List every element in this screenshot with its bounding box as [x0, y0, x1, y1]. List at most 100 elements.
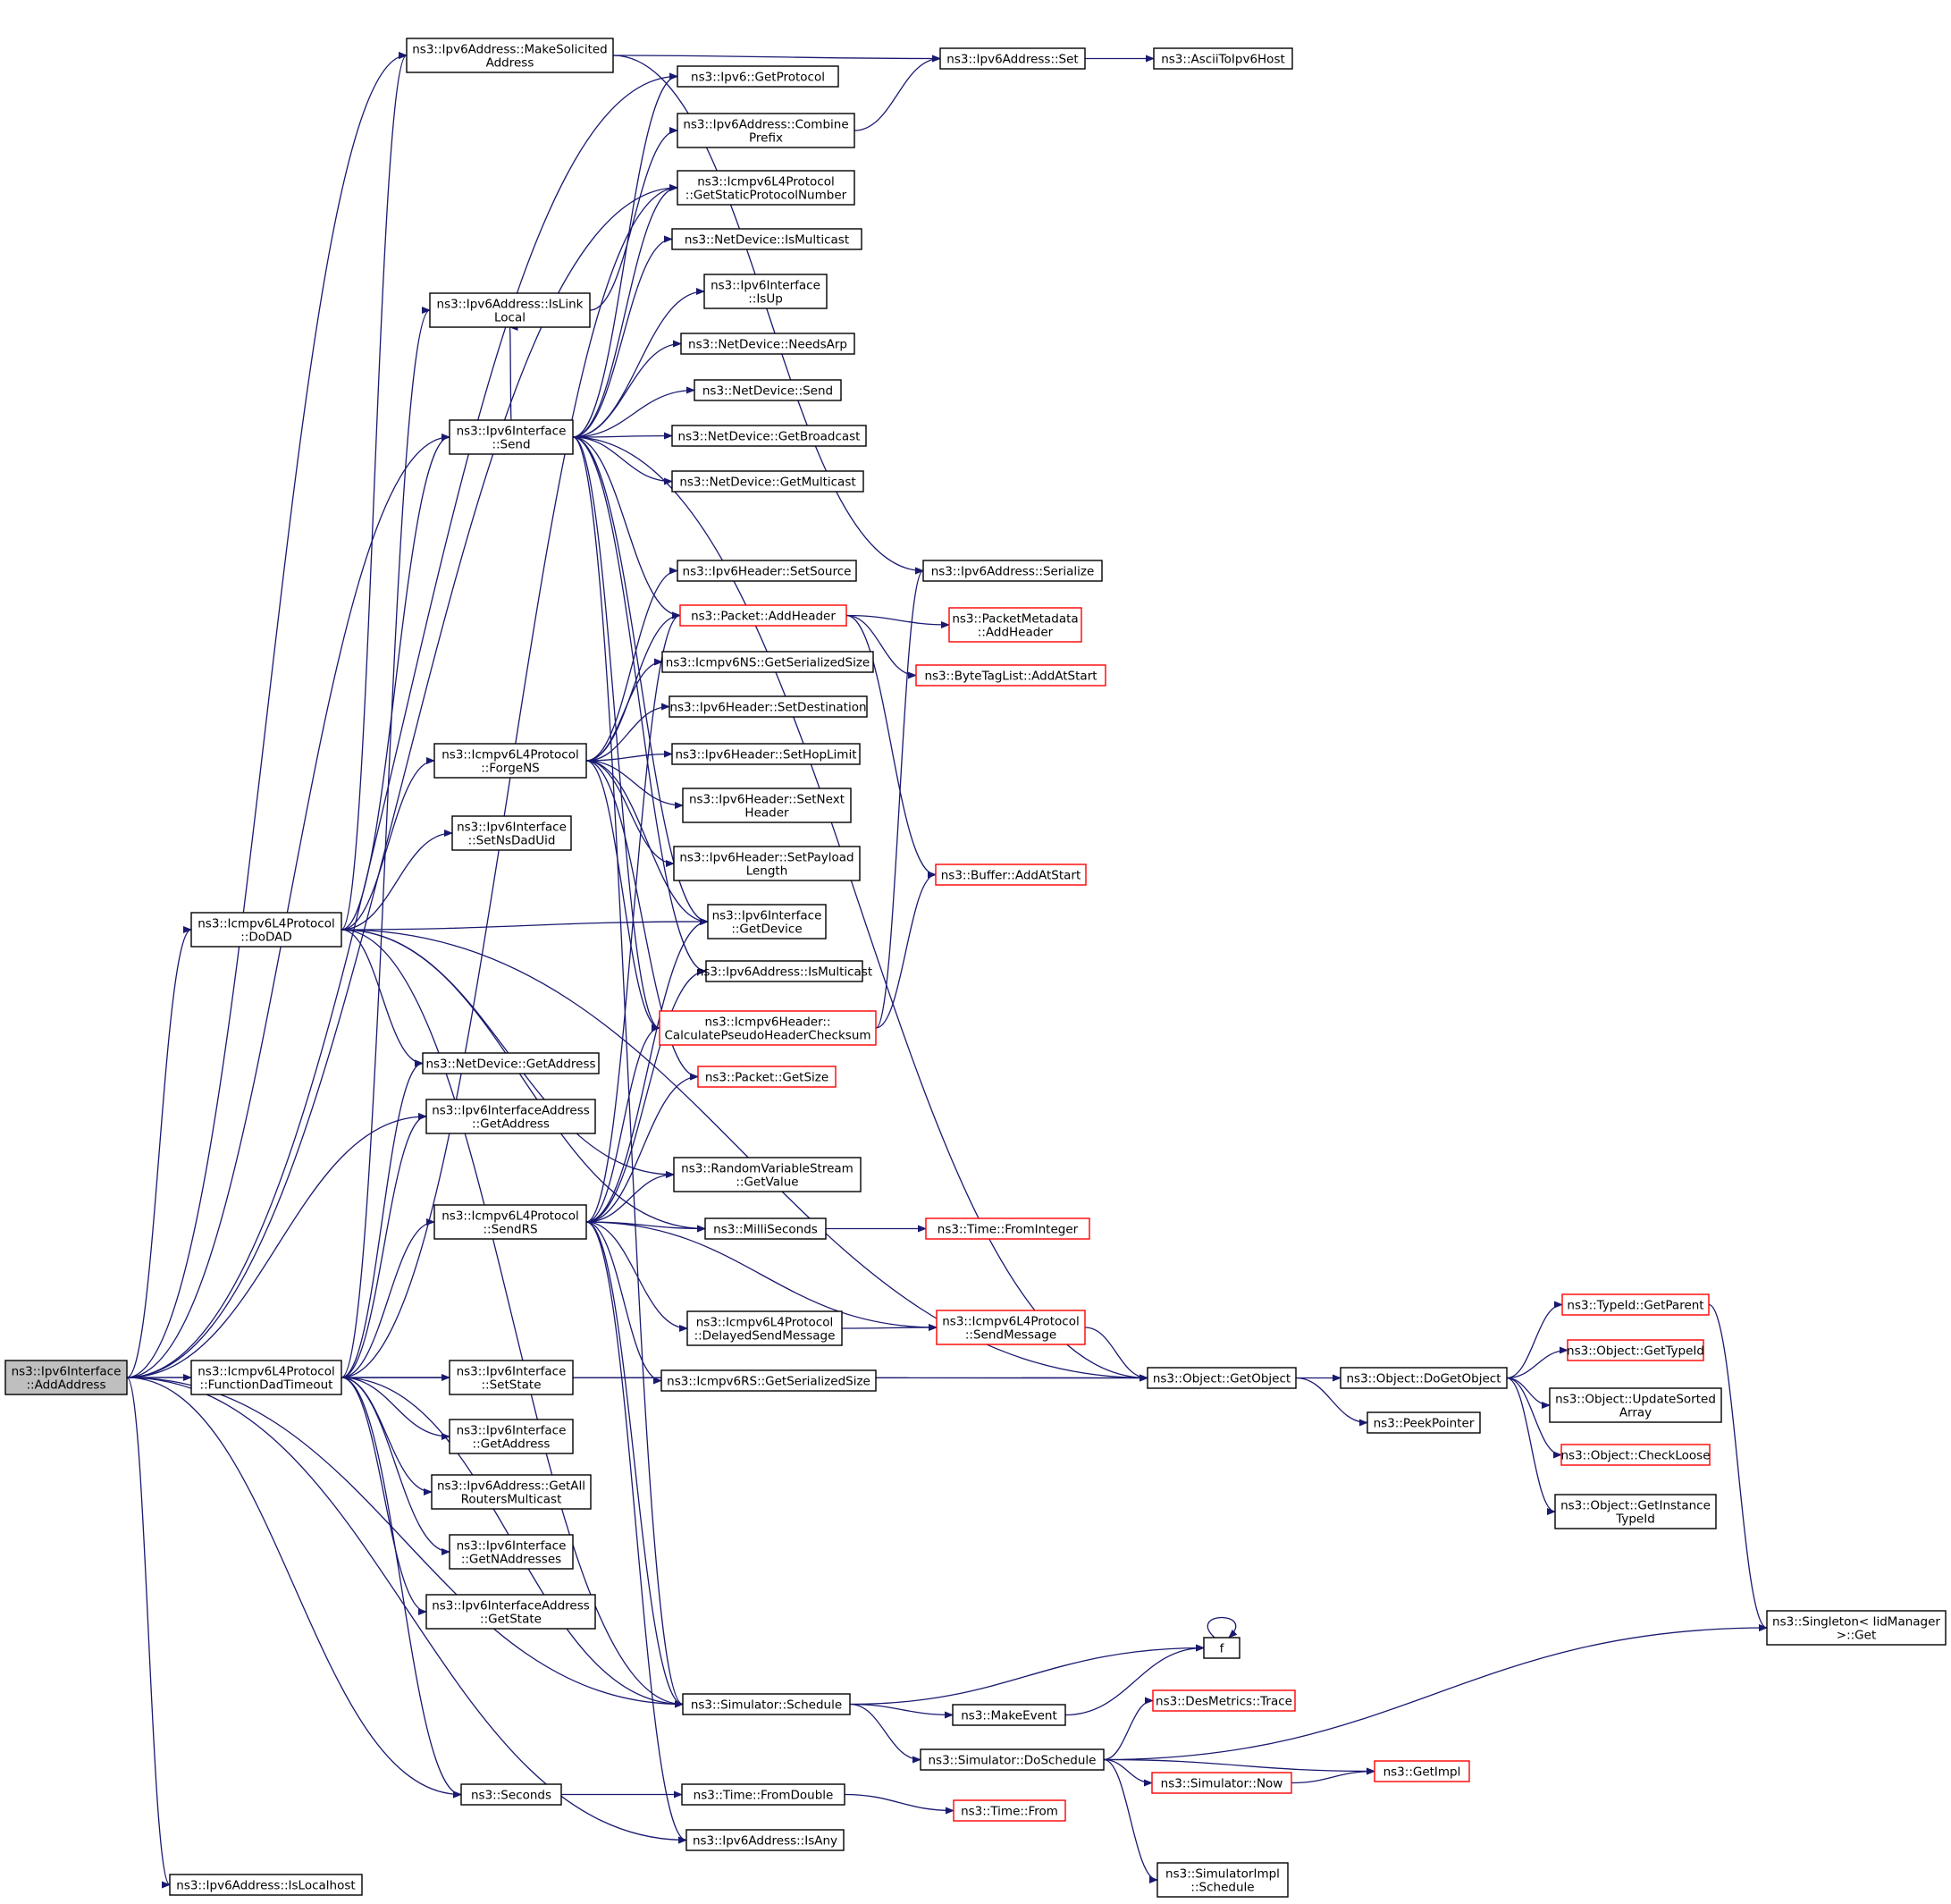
- function-node-ns3-packetmetadata-addheader[interactable]: ns3::PacketMetadata::AddHeader: [948, 607, 1082, 643]
- call-edge: [341, 929, 424, 1067]
- function-node-ns3-ipv6interface-setstate[interactable]: ns3::Ipv6Interface::SetState: [449, 1360, 574, 1395]
- call-edge: [126, 184, 678, 1378]
- node-label-line: ns3::Icmpv6L4Protocol: [696, 1316, 834, 1330]
- node-label-line: ::GetAddress: [473, 1437, 551, 1452]
- function-node-ns3-netdevice-getmulticast[interactable]: ns3::NetDevice::GetMulticast: [671, 470, 864, 493]
- function-node-ns3-icmpv6ns-getserializedsize[interactable]: ns3::Icmpv6NS::GetSerializedSize: [661, 651, 874, 673]
- function-node-ns3-bytetaglist-addatstart[interactable]: ns3::ByteTagList::AddAtStart: [915, 664, 1106, 687]
- function-node-ns3-ipv6address-ismulticast[interactable]: ns3::Ipv6Address::IsMulticast: [696, 960, 872, 982]
- function-node-ns3-packet-addheader[interactable]: ns3::Packet::AddHeader: [679, 604, 847, 627]
- function-node-ns3-time-from[interactable]: ns3::Time::From: [953, 1799, 1066, 1822]
- function-node-ns3-milliseconds[interactable]: ns3::MilliSeconds: [704, 1217, 827, 1240]
- node-label-line: ns3::MilliSeconds: [713, 1223, 818, 1237]
- function-node-ns3-icmpv6l4protocol-forgens[interactable]: ns3::Icmpv6L4Protocol::ForgeNS: [433, 743, 587, 779]
- function-node-ns3-icmpv6l4protocol-delayedsendmessage[interactable]: ns3::Icmpv6L4Protocol::DelayedSendMessag…: [686, 1310, 843, 1346]
- function-node-ns3-time-fromdouble[interactable]: ns3::Time::FromDouble: [681, 1783, 845, 1806]
- call-edge: [126, 52, 408, 1378]
- function-node-ns3-ipv6header-setsource[interactable]: ns3::Ipv6Header::SetSource: [677, 560, 857, 582]
- function-node-ns3-icmpv6l4protocol-dodad[interactable]: ns3::Icmpv6L4Protocol::DoDAD: [190, 912, 342, 948]
- function-node-ns3-time-frominteger[interactable]: ns3::Time::FromInteger: [925, 1217, 1090, 1240]
- function-node-ns3-icmpv6rs-getserializedsize[interactable]: ns3::Icmpv6RS::GetSerializedSize: [660, 1369, 877, 1392]
- function-node-ns3-ipv6interface-addaddress[interactable]: ns3::Ipv6Interface::AddAddress: [4, 1360, 128, 1395]
- call-edge: [585, 1221, 662, 1385]
- function-node-ns3-object-getobject[interactable]: ns3::Object::GetObject: [1147, 1367, 1297, 1389]
- function-node-ns3-simulator-doschedule[interactable]: ns3::Simulator::DoSchedule: [920, 1748, 1105, 1771]
- function-node-ns3-singleton-iidmanager-get[interactable]: ns3::Singleton< IidManager>::Get: [1766, 1610, 1947, 1646]
- function-node-ns3-ipv6interfaceaddress-getaddress[interactable]: ns3::Ipv6InterfaceAddress::GetAddress: [425, 1099, 596, 1134]
- node-label-line: ns3::Ipv6InterfaceAddress: [432, 1104, 590, 1118]
- function-node-ns3-ipv6interface-getnaddresses[interactable]: ns3::Ipv6Interface::GetNAddresses: [449, 1534, 574, 1570]
- function-node-ns3-netdevice-getbroadcast[interactable]: ns3::NetDevice::GetBroadcast: [671, 425, 867, 447]
- node-label-line: ns3::Ipv6Header::SetPayload: [679, 851, 854, 865]
- function-node-ns3-getimpl[interactable]: ns3::GetImpl: [1374, 1760, 1470, 1782]
- function-node-ns3-netdevice-needsarp[interactable]: ns3::NetDevice::NeedsArp: [680, 333, 855, 355]
- function-node-ns3-ipv6address-isany[interactable]: ns3::Ipv6Address::IsAny: [685, 1829, 845, 1851]
- function-node-ns3-simulator-schedule[interactable]: ns3::Simulator::Schedule: [682, 1693, 851, 1715]
- node-label-line: ns3::Icmpv6L4Protocol: [198, 1365, 335, 1379]
- node-box: [422, 1052, 600, 1074]
- function-node-ns3-icmpv6l4protocol-getstaticprotocolnumber[interactable]: ns3::Icmpv6L4Protocol::GetStaticProtocol…: [677, 170, 855, 206]
- function-node-f[interactable]: f: [1203, 1637, 1240, 1659]
- function-node-ns3-object-checkloose[interactable]: ns3::Object::CheckLoose: [1560, 1444, 1711, 1466]
- function-node-ns3-ipv6interface-isup[interactable]: ns3::Ipv6Interface::IsUp: [703, 274, 828, 309]
- function-node-ns3-ipv6interface-getdevice[interactable]: ns3::Ipv6Interface::GetDevice: [707, 904, 827, 939]
- function-node-ns3-ipv6-getprotocol[interactable]: ns3::Ipv6::GetProtocol: [677, 65, 839, 88]
- function-node-ns3-buffer-addatstart[interactable]: ns3::Buffer::AddAtStart: [935, 864, 1087, 886]
- function-node-ns3-icmpv6header-calculatepseudoheaderchecksum[interactable]: ns3::Icmpv6Header::CalculatePseudoHeader…: [659, 1010, 877, 1046]
- function-node-ns3-icmpv6l4protocol-sendrs[interactable]: ns3::Icmpv6L4Protocol::SendRS: [433, 1204, 587, 1240]
- node-label-line: ns3::Ipv6Address::IsAny: [693, 1834, 837, 1849]
- function-node-ns3-ipv6interface-send[interactable]: ns3::Ipv6Interface::Send: [449, 419, 574, 455]
- function-node-ns3-desmetrics-trace[interactable]: ns3::DesMetrics::Trace: [1152, 1689, 1296, 1712]
- node-box: [449, 1360, 574, 1395]
- function-node-ns3-ipv6address-set[interactable]: ns3::Ipv6Address::Set: [939, 47, 1086, 70]
- function-node-ns3-ipv6address-serialize[interactable]: ns3::Ipv6Address::Serialize: [922, 560, 1103, 582]
- node-label-line: ns3::Packet::GetSize: [705, 1071, 828, 1085]
- node-label-line: ns3::Object::GetTypeId: [1567, 1344, 1704, 1359]
- function-node-ns3-ipv6interface-setnsdaduid[interactable]: ns3::Ipv6Interface::SetNsDadUid: [451, 815, 572, 851]
- function-node-ns3-typeid-getparent[interactable]: ns3::TypeId::GetParent: [1561, 1293, 1710, 1316]
- function-node-ns3-randomvariablestream-getvalue[interactable]: ns3::RandomVariableStream::GetValue: [673, 1157, 862, 1192]
- node-label-line: >::Get: [1837, 1629, 1876, 1643]
- function-node-ns3-object-gettypeid[interactable]: ns3::Object::GetTypeId: [1567, 1339, 1704, 1361]
- call-edge: [875, 567, 924, 1029]
- function-node-ns3-netdevice-ismulticast[interactable]: ns3::NetDevice::IsMulticast: [671, 228, 862, 250]
- node-label-line: ::GetAddress: [472, 1117, 550, 1132]
- node-label-line: ns3::Ipv6Interface: [12, 1365, 122, 1379]
- function-node-ns3-ipv6address-islocalhost[interactable]: ns3::Ipv6Address::IsLocalhost: [169, 1874, 363, 1896]
- function-node-ns3-icmpv6l4protocol-functiondadtimeout[interactable]: ns3::Icmpv6L4Protocol::FunctionDadTimeou…: [190, 1360, 342, 1395]
- call-edge: [572, 436, 709, 925]
- node-box: [671, 470, 864, 493]
- function-node-ns3-seconds[interactable]: ns3::Seconds: [460, 1783, 562, 1806]
- function-node-ns3-ipv6header-setdestination[interactable]: ns3::Ipv6Header::SetDestination: [669, 695, 868, 718]
- node-label-line: ns3::Ipv6Header::SetNext: [689, 793, 845, 807]
- call-edge: [572, 432, 673, 440]
- function-node-ns3-asciitoipv6host[interactable]: ns3::AsciiToIpv6Host: [1153, 47, 1293, 70]
- function-node-ns3-netdevice-getaddress[interactable]: ns3::NetDevice::GetAddress: [422, 1052, 600, 1074]
- node-label-line: ns3::PacketMetadata: [952, 612, 1078, 627]
- call-edge: [341, 1218, 435, 1378]
- node-label-line: ::ForgeNS: [481, 762, 540, 776]
- call-edge: [126, 1377, 687, 1844]
- call-edge: [509, 324, 519, 421]
- function-node-ns3-icmpv6l4protocol-sendmessage[interactable]: ns3::Icmpv6L4Protocol::SendMessage: [936, 1310, 1086, 1345]
- function-node-ns3-simulatorimpl-schedule[interactable]: ns3::SimulatorImpl::Schedule: [1156, 1862, 1289, 1898]
- function-node-ns3-peekpointer[interactable]: ns3::PeekPointer: [1367, 1411, 1481, 1434]
- node-label-line: ::AddHeader: [978, 626, 1054, 640]
- function-node-ns3-makeevent[interactable]: ns3::MakeEvent: [952, 1704, 1066, 1726]
- function-node-ns3-packet-getsize[interactable]: ns3::Packet::GetSize: [697, 1066, 837, 1088]
- function-node-ns3-object-dogetobject[interactable]: ns3::Object::DoGetObject: [1340, 1367, 1508, 1389]
- function-node-ns3-simulator-now[interactable]: ns3::Simulator::Now: [1151, 1772, 1292, 1794]
- function-node-ns3-ipv6interfaceaddress-getstate[interactable]: ns3::Ipv6InterfaceAddress::GetState: [425, 1594, 596, 1630]
- function-node-ns3-netdevice-send[interactable]: ns3::NetDevice::Send: [694, 379, 842, 401]
- function-node-ns3-ipv6header-sethoplimit[interactable]: ns3::Ipv6Header::SetHopLimit: [671, 743, 861, 765]
- function-node-ns3-ipv6interface-getaddress[interactable]: ns3::Ipv6Interface::GetAddress: [449, 1419, 574, 1454]
- call-edge: [341, 1377, 427, 1615]
